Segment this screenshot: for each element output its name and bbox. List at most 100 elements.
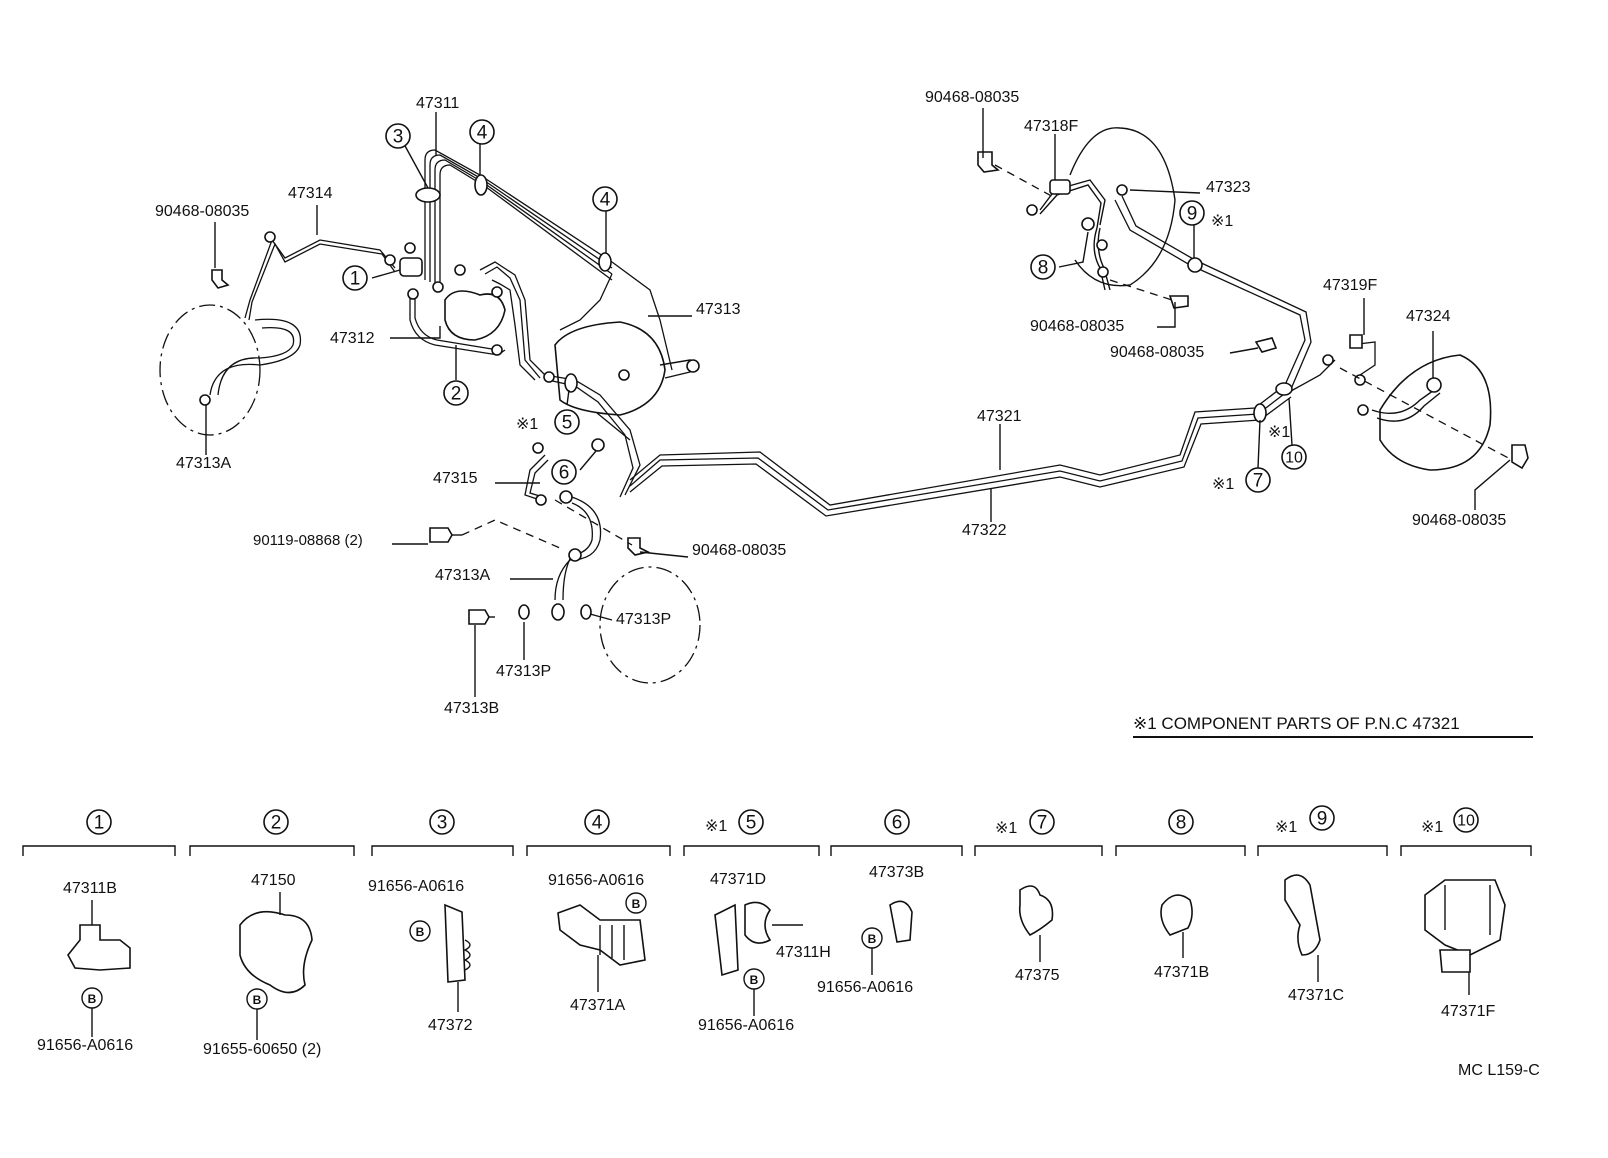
part-number: 47371D — [710, 871, 766, 888]
part-number: 91656-A0616 — [368, 878, 464, 895]
label-47311: 47311 — [416, 95, 459, 112]
label-90468-d: 90468-08035 — [1030, 318, 1124, 335]
marker-10: 10 — [1281, 444, 1307, 470]
part-number: 47311B — [63, 880, 117, 897]
marker-1: 1 — [342, 265, 368, 291]
label-47313: 47313 — [696, 301, 741, 318]
label-90468-b: 90468-08035 — [692, 542, 786, 559]
part-number: 47372 — [428, 1017, 473, 1034]
part-number: 91655-60650 (2) — [203, 1041, 321, 1058]
component-number: 3 — [437, 813, 448, 834]
part-number: 47371F — [1441, 1003, 1495, 1020]
label-47314: 47314 — [288, 185, 333, 202]
component-group-5: ※1 5 47371D 47311H B 91656-A0616 — [698, 809, 831, 1034]
star-marker: ※1 — [1211, 213, 1233, 230]
label-47312: 47312 — [330, 330, 375, 347]
label-47323: 47323 — [1206, 179, 1251, 196]
label-47313P-b: 47313P — [496, 663, 551, 680]
star-marker: ※1 — [1275, 819, 1297, 836]
label-47313B: 47313B — [444, 700, 499, 717]
note-text: ※1 COMPONENT PARTS OF P.N.C 47321 — [1133, 714, 1460, 733]
label-47322: 47322 — [962, 522, 1007, 539]
component-group-4: 4 91656-A0616 B 47371A — [548, 809, 647, 1014]
label-47313P-a: 47313P — [616, 611, 671, 628]
component-number: 1 — [94, 813, 105, 834]
label-90468-a: 90468-08035 — [155, 203, 249, 220]
marker-6: 6 — [551, 459, 577, 485]
component-number: 8 — [1176, 813, 1187, 834]
leader-lines — [205, 108, 1511, 697]
front-left-brake-lines — [159, 149, 701, 684]
svg-text:2: 2 — [451, 384, 462, 405]
svg-text:8: 8 — [1038, 258, 1049, 279]
label-47313A-right: 47313A — [435, 567, 490, 584]
star-marker: ※1 — [1268, 424, 1290, 441]
svg-text:3: 3 — [393, 127, 404, 148]
star-marker: ※1 — [705, 818, 727, 835]
part-number: 91656-A0616 — [698, 1017, 794, 1034]
marker-4: 4 — [592, 186, 618, 212]
part-labels: 47311 47314 90468-08035 47312 47313 4731… — [155, 89, 1506, 717]
label-90468-f: 90468-08035 — [1412, 512, 1506, 529]
label-47321: 47321 — [977, 408, 1022, 425]
part-number: 47150 — [251, 872, 296, 889]
component-group-8: 8 47371B — [1154, 809, 1209, 981]
label-90468-c: 90468-08035 — [925, 89, 1019, 106]
rear-brake-lines — [629, 127, 1529, 517]
component-group-6: 6 47373B B 91656-A0616 — [817, 809, 924, 996]
svg-text:10: 10 — [1285, 450, 1303, 467]
component-number: 10 — [1457, 813, 1475, 830]
bolt-marker: B — [632, 897, 641, 911]
label-47324: 47324 — [1406, 308, 1451, 325]
svg-text:6: 6 — [559, 463, 570, 484]
component-group-2: 2 47150 B 91655-60650 (2) — [203, 809, 321, 1058]
marker-7: 7 — [1245, 467, 1271, 493]
component-group-3: 3 91656-A0616 B 47372 — [368, 809, 473, 1034]
component-legend: 1 47311B B 91656-A0616 2 47150 B 91655-6… — [22, 805, 1532, 1058]
marker-8: 8 — [1030, 254, 1056, 280]
component-group-10: ※1 10 47371F — [1421, 807, 1506, 1020]
bolt-marker: B — [416, 925, 425, 939]
svg-text:7: 7 — [1253, 471, 1264, 492]
marker-2: 2 — [443, 380, 469, 406]
component-group-1: 1 47311B B 91656-A0616 — [37, 809, 133, 1054]
component-number: 5 — [746, 813, 757, 834]
label-47319F: 47319F — [1323, 277, 1377, 294]
bolt-marker: B — [88, 992, 97, 1006]
star-marker: ※1 — [516, 416, 538, 433]
component-number: 9 — [1317, 809, 1328, 830]
component-note: ※1 COMPONENT PARTS OF P.N.C 47321 — [1133, 714, 1533, 738]
svg-text:5: 5 — [562, 413, 573, 434]
label-90119: 90119-08868 (2) — [253, 532, 363, 549]
svg-text:4: 4 — [477, 123, 488, 144]
callout-markers: 3 4 4 1 2 ※1 5 6 9 ※1 8 ※1 10 ※1 7 — [342, 119, 1307, 493]
part-number: 47371C — [1288, 987, 1344, 1004]
marker-5: 5 — [554, 409, 580, 435]
bolt-marker: B — [868, 932, 877, 946]
marker-4: 4 — [469, 119, 495, 145]
star-marker: ※1 — [1212, 476, 1234, 493]
label-90468-e: 90468-08035 — [1110, 344, 1204, 361]
star-marker: ※1 — [995, 820, 1017, 837]
label-47315: 47315 — [433, 470, 478, 487]
part-number: 47371A — [570, 997, 625, 1014]
part-number: 47371B — [1154, 964, 1209, 981]
drawing-code: MC L159-C — [1458, 1062, 1540, 1079]
bolt-marker: B — [750, 973, 759, 987]
part-number: 47373B — [869, 864, 924, 881]
component-number: 7 — [1037, 813, 1048, 834]
svg-text:9: 9 — [1187, 204, 1198, 225]
part-number: 47311H — [776, 944, 831, 961]
component-number: 2 — [271, 813, 282, 834]
component-number: 4 — [592, 813, 603, 834]
part-number: 91656-A0616 — [548, 872, 644, 889]
star-marker: ※1 — [1421, 819, 1443, 836]
marker-9: 9 — [1179, 200, 1205, 226]
component-group-7: ※1 7 47375 — [995, 809, 1060, 984]
part-number: 91656-A0616 — [37, 1037, 133, 1054]
part-number: 47375 — [1015, 967, 1060, 984]
label-47318F: 47318F — [1024, 118, 1078, 135]
part-number: 91656-A0616 — [817, 979, 913, 996]
svg-text:1: 1 — [350, 269, 361, 290]
